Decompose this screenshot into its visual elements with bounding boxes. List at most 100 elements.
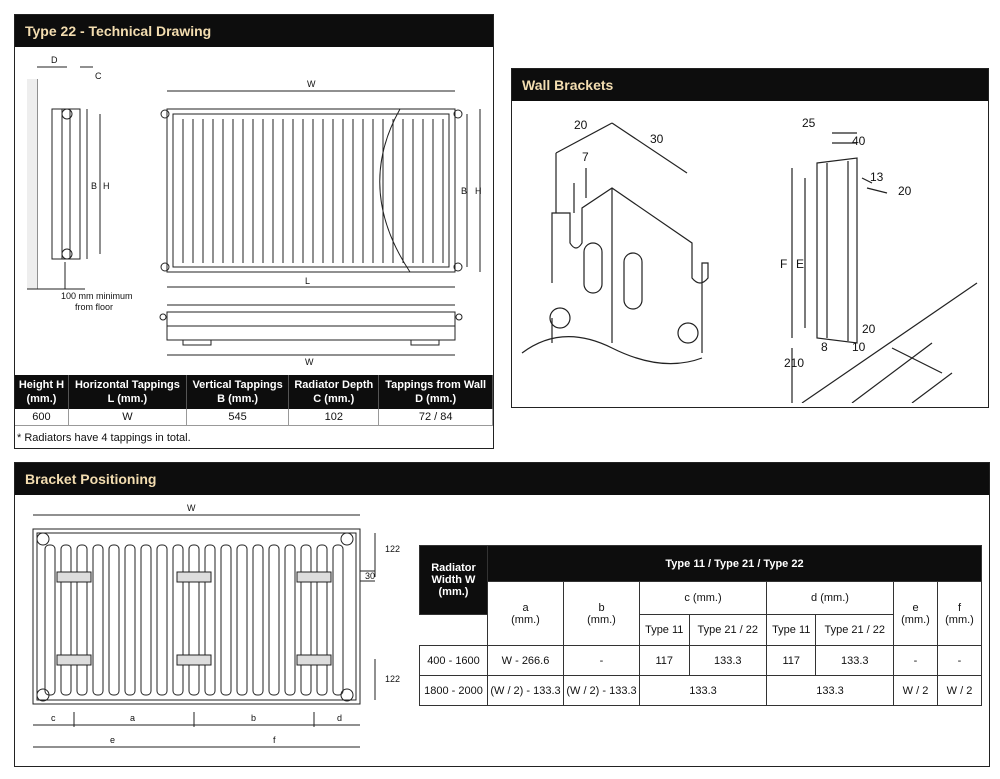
wall-hatch [27,79,37,289]
front-tapping-tl [160,109,170,119]
header-c: c (mm.) [639,580,767,616]
dim-wall-20: 20 [574,118,588,132]
dim-B-side: B [91,181,97,191]
header-a: a(mm.) [487,581,564,646]
front-radiator-body [166,108,456,273]
cell-width-range: 400 - 1600 [419,645,488,676]
dim-L: L [305,276,310,286]
radiator-fins [44,544,344,696]
wall-brackets-diagram: 20 30 7 25 40 13 20 F E 20 8 10 210 [521,116,978,403]
bracket-bottom-3 [296,654,332,666]
cell-f: - [937,645,982,676]
technical-drawing-title: Type 22 - Technical Drawing [15,15,493,47]
cell-d-type2122: 133.3 [815,645,894,676]
table-row: 600 W 545 102 72 / 84 [15,409,493,426]
dim-W-top: W [307,79,316,89]
dim-H-side: H [103,181,110,191]
bracket-table-type-row: Type 11 Type 21 / 22 Type 11 Type 21 / 2… [419,614,982,646]
bracket-top-1 [56,571,92,583]
dim-wall-13: 13 [870,170,884,184]
dim-wall-210: 210 [784,356,804,370]
dim-bracket-b: b [251,713,256,723]
table-row: 400 - 1600 W - 266.6 - 117 133.3 117 133… [419,645,982,676]
bracket-positioning-title: Bracket Positioning [15,463,989,495]
cell-e: W / 2 [893,675,938,706]
front-fins [182,119,444,263]
dim-wall-20c: 20 [862,322,876,336]
front-tapping-tr [453,109,463,119]
radiator-front [32,528,361,705]
bracket-slot-1 [583,242,603,294]
cell-a: W - 266.6 [487,645,564,676]
cell-c-merged: 133.3 [639,675,767,706]
header-f: f(mm.) [937,581,982,646]
header-c-type2122: Type 21 / 22 [688,614,767,646]
bracket-outline [551,187,709,353]
header-d-type2122: Type 21 / 22 [815,614,894,646]
cell-f: W / 2 [937,675,982,706]
dim-bracket-W: W [187,503,196,513]
bracket-table-sub-row: a(mm.) b(mm.) c (mm.) d (mm.) e(mm.) f(m… [420,580,982,646]
side-bracket [816,157,858,344]
tapping-tl [36,532,50,546]
cell-vertical: 545 [186,409,290,426]
dim-wall-20b: 20 [898,184,912,198]
floor-note-1: 100 mm minimum [61,291,133,301]
dim-wall-7: 7 [582,150,589,164]
bracket-positioning-diagram: W 122 30 122 c a b d e f [32,503,400,748]
dim-bracket-c: c [51,713,56,723]
cell-e: - [893,645,938,676]
table-row: 1800 - 2000 (W / 2) - 133.3 (W / 2) - 13… [419,675,982,706]
dim-bracket-122b: 122 [385,674,400,684]
dim-C: C [95,71,102,81]
technical-drawing-panel: Type 22 - Technical Drawing D C B H 100 … [14,14,494,449]
header-c-type11: Type 11 [639,614,690,646]
bracket-top-3 [296,571,332,583]
side-tapping-top [61,108,73,120]
header-e: e(mm.) [893,581,938,646]
tapping-br [340,688,354,702]
dim-bracket-a: a [130,713,135,723]
dim-wall-8: 8 [821,340,828,354]
dim-wall-10: 10 [852,340,866,354]
cell-horizontal: W [68,409,187,426]
cell-from-wall: 72 / 84 [378,409,493,426]
spacer-cell [419,614,488,646]
wall-brackets-title: Wall Brackets [512,69,988,101]
dim-D: D [51,55,58,65]
cutaway-curve [379,108,411,273]
dim-wall-E: E [796,257,804,271]
dim-wall-25: 25 [802,116,816,130]
tappings-note: * Radiators have 4 tappings in total. [17,432,191,444]
dim-bracket-f: f [273,735,276,745]
tapping-bl [36,688,50,702]
cell-c-type11: 117 [639,645,690,676]
dim-wall-30: 30 [650,132,664,146]
cell-b: - [563,645,640,676]
dim-bracket-d: d [337,713,342,723]
header-d-type11: Type 11 [765,614,817,646]
cell-a: (W / 2) - 133.3 [487,675,564,706]
front-tapping-bl [160,262,170,272]
header-d: d (mm.) [765,580,895,616]
dim-B-front: B [461,186,467,196]
wall-brackets-panel: Wall Brackets [511,68,989,408]
header-height: Height H(mm.) [15,375,69,409]
side-tapping-bottom [61,248,73,260]
header-types: Type 11 / Type 21 / Type 22 [487,545,982,582]
floor-edge [801,282,978,403]
wall-curve [521,336,703,365]
dim-wall-40: 40 [852,134,866,148]
cell-width-range: 1800 - 2000 [419,675,488,706]
cell-depth: 102 [288,409,380,426]
cell-c-type2122: 133.3 [688,645,767,676]
bracket-slot-2 [623,252,643,310]
header-b: b(mm.) [563,581,640,646]
